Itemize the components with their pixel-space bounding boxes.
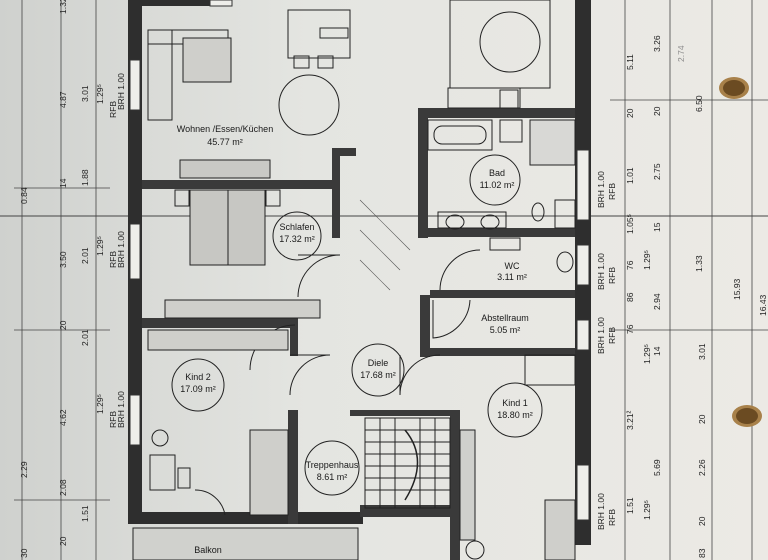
dim-left-9: 4.62 xyxy=(58,409,68,426)
sill-right-5: BRH 1.00 xyxy=(596,317,606,354)
dim-left-5: 4.87 xyxy=(58,91,68,108)
dim-right-26: 83 xyxy=(697,548,707,558)
sill-right-2: RFB xyxy=(607,183,617,200)
room-area-kind1: 18.80 m² xyxy=(497,410,533,420)
room-name-treppenhaus: Treppenhaus xyxy=(306,460,359,470)
sill-left-2: BRH 1.00 xyxy=(116,73,126,110)
sill-left-9: RFB xyxy=(108,411,118,428)
dim-right-17: 14 xyxy=(652,346,662,356)
room-area-schlafen: 17.32 m² xyxy=(279,234,315,244)
room-area-diele: 17.68 m² xyxy=(360,370,396,380)
dim-left-4: 1.32 xyxy=(58,0,68,14)
room-circles xyxy=(171,154,543,496)
dimension-lines-right xyxy=(610,0,768,560)
sill-left-1: 1.29⁵ xyxy=(95,84,105,104)
dim-left-11: 20 xyxy=(58,536,68,546)
dim-right-1: 5.11 xyxy=(625,54,635,70)
dim-left-15: 2.01 xyxy=(80,329,90,346)
sill-left-5: BRH 1.00 xyxy=(116,231,126,268)
dim-right-16: 2.94 xyxy=(652,293,662,310)
dim-left-13: 1.88 xyxy=(80,169,90,186)
dim-right-5: 76 xyxy=(625,260,635,270)
sill-right-1: BRH 1.00 xyxy=(596,171,606,208)
dim-right-28: 16.43 xyxy=(758,294,768,316)
dim-right-4: 1.05⁵ xyxy=(625,214,635,234)
room-area-wc: 3.11 m² xyxy=(497,272,527,282)
room-area-abstellraum: 5.05 m² xyxy=(490,325,521,335)
dim-left-8: 20 xyxy=(58,320,68,330)
furniture xyxy=(132,0,576,560)
dim-left-7: 3.50 xyxy=(58,251,68,268)
dim-left-16: 1.51 xyxy=(80,505,90,522)
sill-right-7: BRH 1.00 xyxy=(596,493,606,530)
dim-right-19: 1.29⁵ xyxy=(642,500,652,520)
sill-left-7: 1.29⁵ xyxy=(95,394,105,414)
dim-right-6: 86 xyxy=(625,292,635,302)
dim-right-7: 76 xyxy=(625,324,635,334)
dim-right-14: 2.75 xyxy=(652,163,662,180)
dim-left-2: 2.29 xyxy=(19,461,29,478)
room-name-schlafen: Schlafen xyxy=(279,222,314,232)
dim-right-3: 1.01 xyxy=(625,167,635,184)
dimension-labels-left: 0.84 2.29 30 1.32 4.87 14 3.50 20 4.62 2… xyxy=(19,0,126,558)
dim-left-3: 30 xyxy=(19,548,29,558)
sill-right-3: BRH 1.00 xyxy=(596,253,606,290)
dim-right-23: 1.33 xyxy=(694,255,704,272)
pencil-note: 2.74 xyxy=(676,45,686,62)
room-name-wohnen: Wohnen /Essen/Küchen xyxy=(177,124,273,134)
room-name-balkon: Balkon xyxy=(194,545,222,555)
room-labels: Wohnen /Essen/Küchen 45.77 m² Bad 11.02 … xyxy=(177,124,533,555)
dim-right-2: 20 xyxy=(625,108,635,118)
dim-right-21: 20 xyxy=(697,414,707,424)
room-area-wohnen: 45.77 m² xyxy=(207,137,243,147)
room-name-diele: Diele xyxy=(368,358,389,368)
room-name-bad: Bad xyxy=(489,168,505,178)
dim-right-8: 1.29⁵ xyxy=(642,344,652,364)
dim-right-25: 20 xyxy=(697,516,707,526)
dim-right-10: 3.21² xyxy=(625,410,635,430)
dim-right-9: 1.29⁵ xyxy=(642,250,652,270)
room-name-kind1: Kind 1 xyxy=(502,398,528,408)
dimension-labels-right: BRH 1.00 RFB BRH 1.00 RFB BRH 1.00 RFB B… xyxy=(596,35,768,558)
sill-right-4: RFB xyxy=(607,267,617,284)
room-area-kind2: 17.09 m² xyxy=(180,384,216,394)
room-name-wc: WC xyxy=(505,261,520,271)
hatched-area xyxy=(359,199,411,291)
sill-left-4: 1.29⁵ xyxy=(95,236,105,256)
room-area-treppenhaus: 8.61 m² xyxy=(317,472,348,482)
staircase xyxy=(364,417,476,541)
room-area-bad: 11.02 m² xyxy=(480,180,515,190)
dim-right-11: 1.51 xyxy=(625,497,635,514)
dim-right-22: 6.50 xyxy=(694,95,704,112)
dim-left-14: 2.01 xyxy=(80,247,90,264)
sill-right-6: RFB xyxy=(607,327,617,344)
binder-holes xyxy=(719,77,762,427)
dim-left-1: 0.84 xyxy=(19,187,29,204)
sill-left-3: RFB xyxy=(108,101,118,118)
dim-right-20: 2.26 xyxy=(697,459,707,476)
doors xyxy=(194,249,481,516)
dim-right-27: 15.93 xyxy=(732,278,742,300)
room-name-abstellraum: Abstellraum xyxy=(481,313,529,323)
sill-left-6: RFB xyxy=(108,251,118,268)
windows xyxy=(129,0,590,521)
dim-right-13: 20 xyxy=(652,106,662,116)
dim-left-10: 2.08 xyxy=(58,479,68,496)
dim-left-6: 14 xyxy=(58,178,68,188)
dim-right-18: 5.69 xyxy=(652,459,662,476)
sill-right-8: RFB xyxy=(607,509,617,526)
interior-walls xyxy=(142,108,575,560)
dim-right-24: 3.01 xyxy=(697,343,707,360)
dim-right-12: 3.26 xyxy=(652,35,662,52)
dim-left-12: 3.01 xyxy=(80,85,90,102)
sill-left-8: BRH 1.00 xyxy=(116,391,126,428)
room-name-kind2: Kind 2 xyxy=(185,372,211,382)
dim-right-15: 15 xyxy=(652,222,662,232)
